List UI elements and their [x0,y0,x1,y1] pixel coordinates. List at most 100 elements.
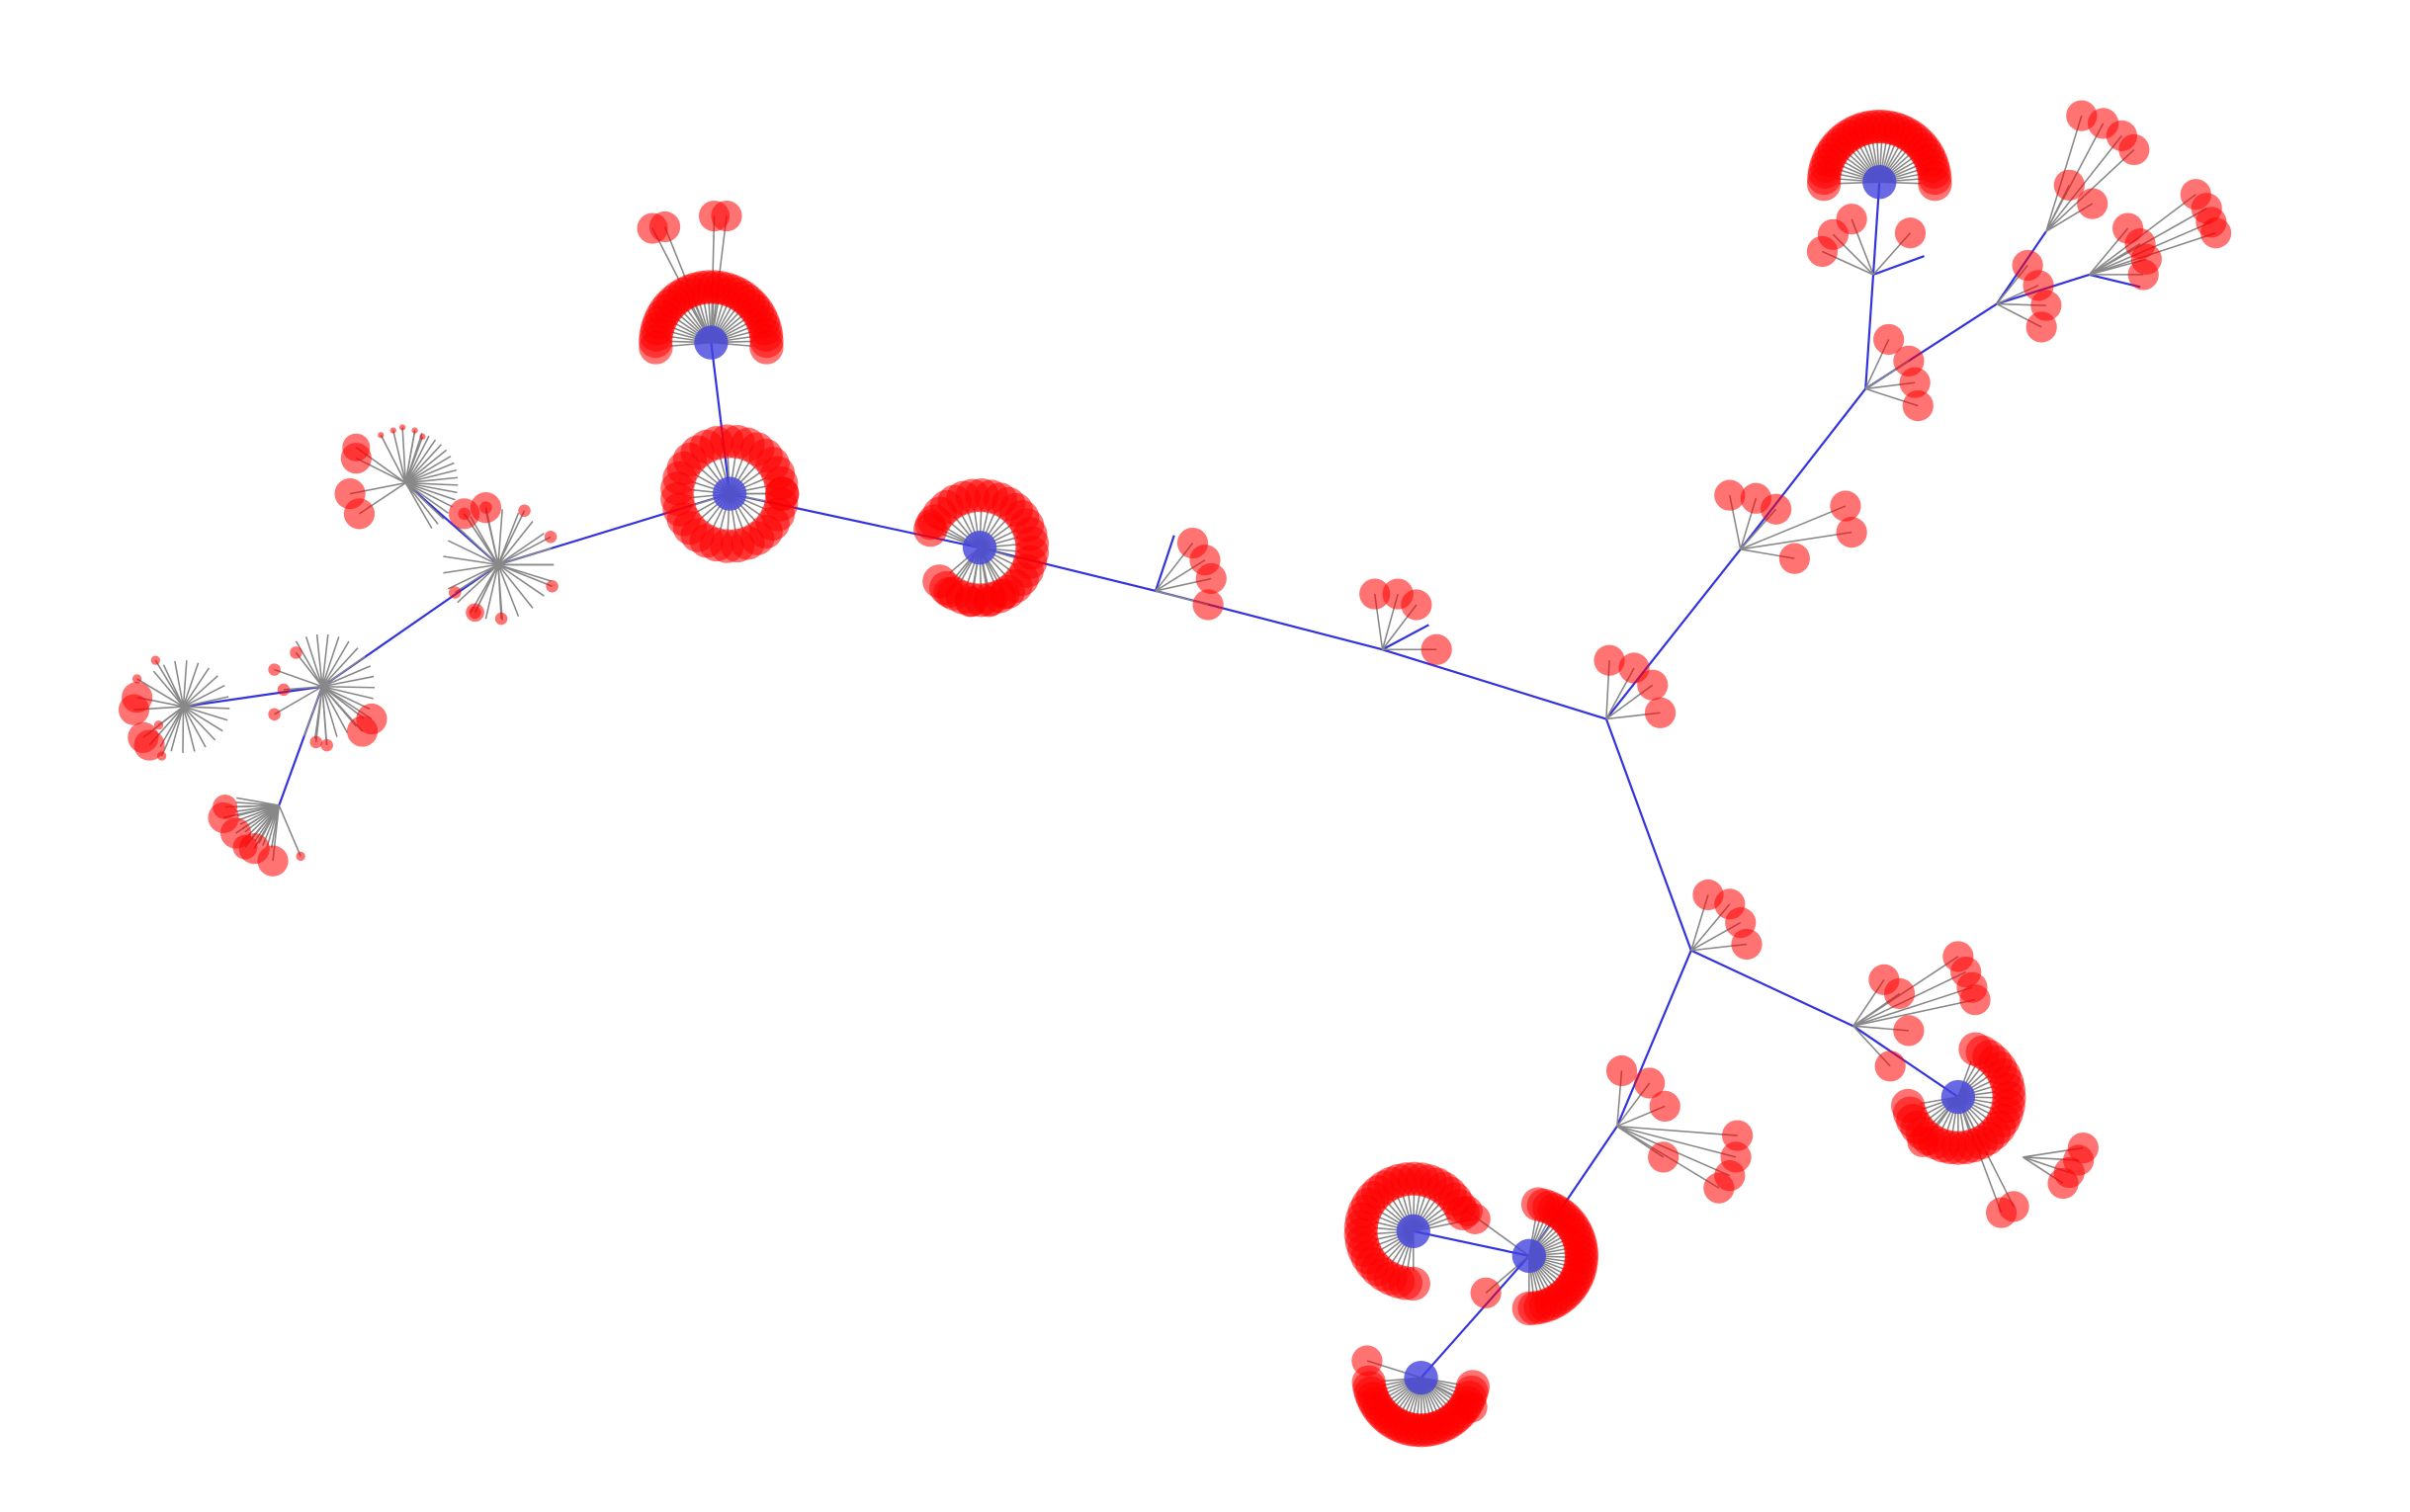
leaf-node [1761,493,1792,525]
leaf-node [419,433,426,440]
leaf-node [232,834,258,860]
leaf-node [122,682,153,714]
hub-node [1396,1214,1430,1249]
leaf-edge [278,804,301,857]
leaf-edge [321,675,375,688]
leaf-edge [497,520,534,565]
hub-node [1404,1361,1438,1395]
hub-node [1862,165,1897,200]
leaf-node [411,427,418,434]
leaf-edge [152,670,185,708]
leaf-node [1605,1054,1638,1087]
leaf-edge [321,655,366,688]
leaf-node [1456,1391,1488,1423]
leaf-edge [497,563,534,609]
hub-node [712,476,747,511]
leaf-edge [321,640,350,688]
leaf-edge [405,481,456,501]
leaf-node [1899,367,1931,398]
leaf-edge [404,455,452,484]
leaf-node [1907,1126,1938,1157]
leaf-edge [1852,986,1973,1027]
leaf-node [2118,133,2150,166]
leaf-node [133,729,165,761]
leaf-edge [443,563,499,574]
leaf-edge [321,685,374,700]
backbone-edge [1420,1255,1530,1379]
leaf-node [1634,1067,1666,1099]
backbone-edge [1864,274,1875,389]
leaf-node [320,738,333,752]
leaf-edge [182,706,207,748]
leaf-node [2077,188,2109,219]
leaf-edge [405,481,459,486]
leaf-edge [183,685,225,708]
leaf-node [470,492,502,524]
leaf-edge [283,685,323,691]
leaf-edge [154,659,185,708]
leaf-edge [315,633,323,687]
leaf-node [1894,217,1927,249]
leaf-node [1511,1291,1547,1326]
leaf-edge [497,564,502,620]
backbone-edge [1690,949,1854,1028]
leaf-edge [405,468,457,484]
hub-nodes [694,165,1976,1395]
leaf-node [378,432,385,439]
backbone-edge [2089,273,2141,289]
backbone-edge [1852,1025,1959,1098]
leaf-edge [447,563,499,590]
leaf-node [346,715,379,747]
leaf-edge [497,533,545,566]
leaf-edge [304,635,323,687]
leaf-edge [159,706,185,747]
leaf-edge [447,540,499,566]
leaf-node [1359,578,1391,610]
leaf-edge [1616,1125,1737,1158]
leaf-node [153,720,164,730]
leaf-edge [321,686,348,733]
leaf-node [1195,562,1227,595]
leaf-node [268,663,281,676]
leaf-edge [497,536,552,566]
leaf-edge [182,706,196,752]
hub-node [962,531,997,565]
leaf-edge [404,444,443,484]
leaf-node [1836,204,1867,235]
leaf-edge [321,686,338,737]
leaf-node [213,795,238,820]
leaf-node [1873,323,1905,356]
leaf-node [1470,1277,1502,1308]
leaf-edge [404,435,430,484]
leaf-edge [174,660,185,708]
leaf-edge [405,481,458,494]
leaf-edge [321,636,340,687]
leaf-edge [404,482,439,525]
leaf-node [1778,543,1810,574]
leaf-edge [136,678,184,708]
leaf-node [1714,479,1746,511]
leaf-node [1649,1090,1680,1123]
leaf-edge [182,675,218,708]
leaf-node [309,735,322,749]
leaf-edge [1740,505,1847,550]
leaf-node [1703,1172,1735,1204]
leaf-node [1351,1345,1383,1377]
leaf-edge [392,430,407,483]
leaf-edge [404,449,448,484]
leaf-edge [1852,998,1976,1027]
leaf-edge [1740,531,1852,550]
leaf-edge [314,686,323,743]
leaf-node [2047,1167,2079,1200]
leaf-node [1998,1191,2029,1222]
leaf-edge [497,564,520,618]
leaf-edge [457,526,499,565]
leaf-edge [295,651,323,688]
leaf-edge [497,510,526,565]
backbone-edge [1605,548,1742,720]
leaf-node [2199,217,2232,249]
leaf-edge [170,706,185,752]
leaf-node [343,498,376,530]
leaf-node [1918,167,1952,202]
